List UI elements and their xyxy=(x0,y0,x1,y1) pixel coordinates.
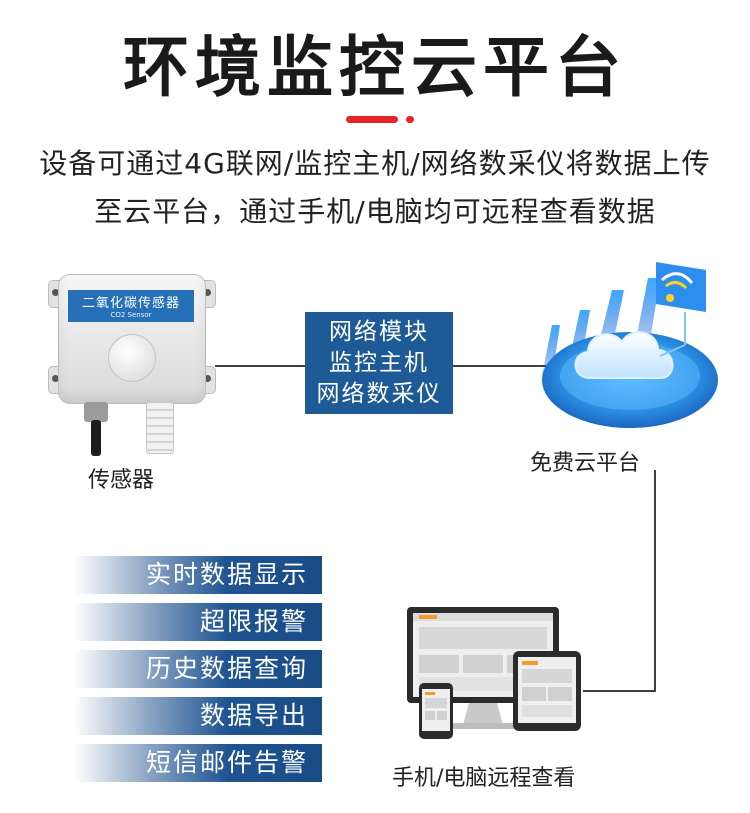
connector-line xyxy=(583,690,656,692)
sensor-label-cn: 二氧化碳传感器 xyxy=(81,296,180,311)
sensor-label: 二氧化碳传感器 CO2 Sensor xyxy=(68,290,194,322)
remote-devices-illustration xyxy=(405,605,585,740)
devices-caption: 手机/电脑远程查看 xyxy=(392,766,576,791)
sensor-vent xyxy=(108,334,156,382)
tablet-icon xyxy=(513,651,581,731)
network-module-box: 网络模块 监控主机 网络数采仪 xyxy=(305,312,453,414)
module-line: 网络模块 xyxy=(329,318,429,345)
feature-sms-email-alert: 短信邮件告警 xyxy=(74,744,322,782)
wifi-icon xyxy=(656,262,706,312)
cloud-icon xyxy=(542,262,718,428)
cloud-caption: 免费云平台 xyxy=(530,451,641,476)
feature-data-export: 数据导出 xyxy=(74,697,322,735)
sensor-probe xyxy=(146,402,174,454)
title-accent-dot xyxy=(406,116,414,123)
cable-gland xyxy=(84,402,108,422)
sensor-caption: 传感器 xyxy=(88,468,155,493)
sensor-label-en: CO2 Sensor xyxy=(110,311,152,319)
module-line: 监控主机 xyxy=(329,349,429,376)
feature-realtime-display: 实时数据显示 xyxy=(74,556,322,594)
subtitle-line-1: 设备可通过4G联网/监控主机/网络数采仪将数据上传 xyxy=(39,147,711,180)
phone-icon xyxy=(419,683,453,739)
cloud-platform-illustration xyxy=(530,250,730,440)
connector-line xyxy=(215,365,305,367)
page-title: 环境监控云平台 xyxy=(123,29,627,106)
connector-line xyxy=(654,470,656,692)
connector-line xyxy=(452,365,587,367)
feature-overlimit-alarm: 超限报警 xyxy=(74,603,322,641)
feature-history-query: 历史数据查询 xyxy=(74,650,322,688)
module-line: 网络数采仪 xyxy=(316,380,442,407)
co2-sensor-device: 二氧化碳传感器 CO2 Sensor xyxy=(46,270,216,460)
sensor-cable xyxy=(91,420,101,456)
title-accent-bar xyxy=(346,116,398,123)
subtitle-line-2: 至云平台，通过手机/电脑均可远程查看数据 xyxy=(94,195,656,228)
